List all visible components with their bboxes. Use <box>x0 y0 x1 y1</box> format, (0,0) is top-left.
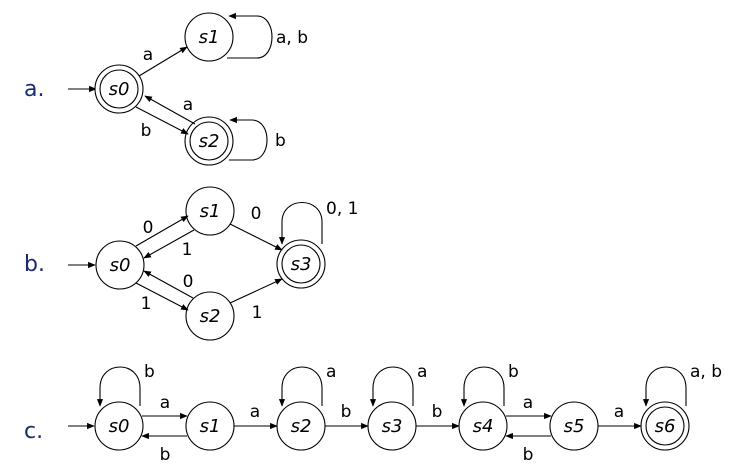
transition-s2-s3 <box>229 278 283 304</box>
state-name: s1 <box>200 416 221 437</box>
state-name: s0 <box>109 416 130 437</box>
part-label-a: a. <box>24 77 44 102</box>
transition-label: a <box>614 402 624 422</box>
transition-s2-s0 <box>144 95 196 125</box>
state-name: s1 <box>199 27 220 48</box>
state-name: s1 <box>200 201 221 222</box>
state-name: s6 <box>655 416 676 437</box>
transition-label: 0, 1 <box>326 199 358 219</box>
transition-label: a <box>183 95 193 115</box>
transition-s1-s3 <box>229 223 283 251</box>
state-s3: s3 <box>367 401 417 451</box>
transition-label: 1 <box>141 294 152 314</box>
state-s2: s2 <box>184 116 234 166</box>
transition-label: 0 <box>143 218 154 238</box>
state-s6: s6 <box>640 401 690 451</box>
transition-label: 1 <box>252 303 263 323</box>
transition-label: 0 <box>251 204 262 224</box>
transition-label: a <box>523 393 533 413</box>
part-label-c: c. <box>24 419 43 444</box>
transition-s2-s0 <box>143 270 194 299</box>
transition-label: b <box>275 131 286 151</box>
transition-label: a <box>250 402 260 422</box>
state-s0: s0 <box>94 401 144 451</box>
transition-label: b <box>432 402 443 422</box>
state-s2: s2 <box>185 291 235 341</box>
transition-s0-s1 <box>138 46 188 77</box>
state-name: s3 <box>291 254 312 275</box>
state-s1: s1 <box>184 12 234 62</box>
transition-s2-self-loop <box>278 366 323 407</box>
transition-label: 1 <box>182 240 193 260</box>
transition-label: a <box>326 362 336 382</box>
state-name: s0 <box>109 79 130 100</box>
part-c: c. s0 s1 s2 s3 s4 s5 s6 <box>24 362 722 465</box>
state-name: s2 <box>200 306 221 327</box>
transition-s1-s0 <box>143 229 195 259</box>
transition-s0-s1 <box>135 215 189 247</box>
state-s1: s1 <box>185 401 235 451</box>
transition-s1-self-loop <box>227 12 273 59</box>
transition-label: b <box>508 362 519 382</box>
part-b: b. s0 s1 s2 s3 0 1 0 1 <box>24 186 358 341</box>
transition-label: a <box>160 393 170 413</box>
state-name: s4 <box>473 416 494 437</box>
transition-s3-self-loop <box>278 201 323 245</box>
state-name: s2 <box>291 416 312 437</box>
transition-label: a <box>417 362 427 382</box>
transition-s2-self-loop <box>229 116 268 161</box>
state-s0: s0 <box>95 240 145 290</box>
transition-s4-self-loop <box>460 366 505 407</box>
part-label-b: b. <box>24 252 45 277</box>
transition-label: b <box>341 402 352 422</box>
transition-label: a <box>143 45 153 65</box>
part-a: a. s0 s1 s2 a b a a, b <box>24 12 308 166</box>
state-name: s5 <box>564 416 585 437</box>
state-s1: s1 <box>185 186 235 236</box>
state-s2: s2 <box>276 401 326 451</box>
transition-label: a, b <box>690 362 722 382</box>
state-s4: s4 <box>458 401 508 451</box>
transition-s0-s2 <box>135 282 189 311</box>
transition-label: a, b <box>276 28 308 48</box>
transition-label: b <box>160 445 171 465</box>
transition-s0-self-loop <box>96 366 141 407</box>
transition-label: b <box>523 445 534 465</box>
transition-s0-s2 <box>135 106 189 135</box>
transition-s6-self-loop <box>642 366 687 407</box>
transition-label: b <box>141 121 152 141</box>
state-name: s3 <box>382 416 403 437</box>
state-name: s0 <box>110 255 131 276</box>
transition-label: 0 <box>183 272 194 292</box>
state-s0: s0 <box>94 64 144 114</box>
state-name: s2 <box>199 131 220 152</box>
transition-label: b <box>144 362 155 382</box>
transition-s3-self-loop <box>369 366 414 407</box>
state-s3: s3 <box>276 239 326 289</box>
state-s5: s5 <box>549 401 599 451</box>
